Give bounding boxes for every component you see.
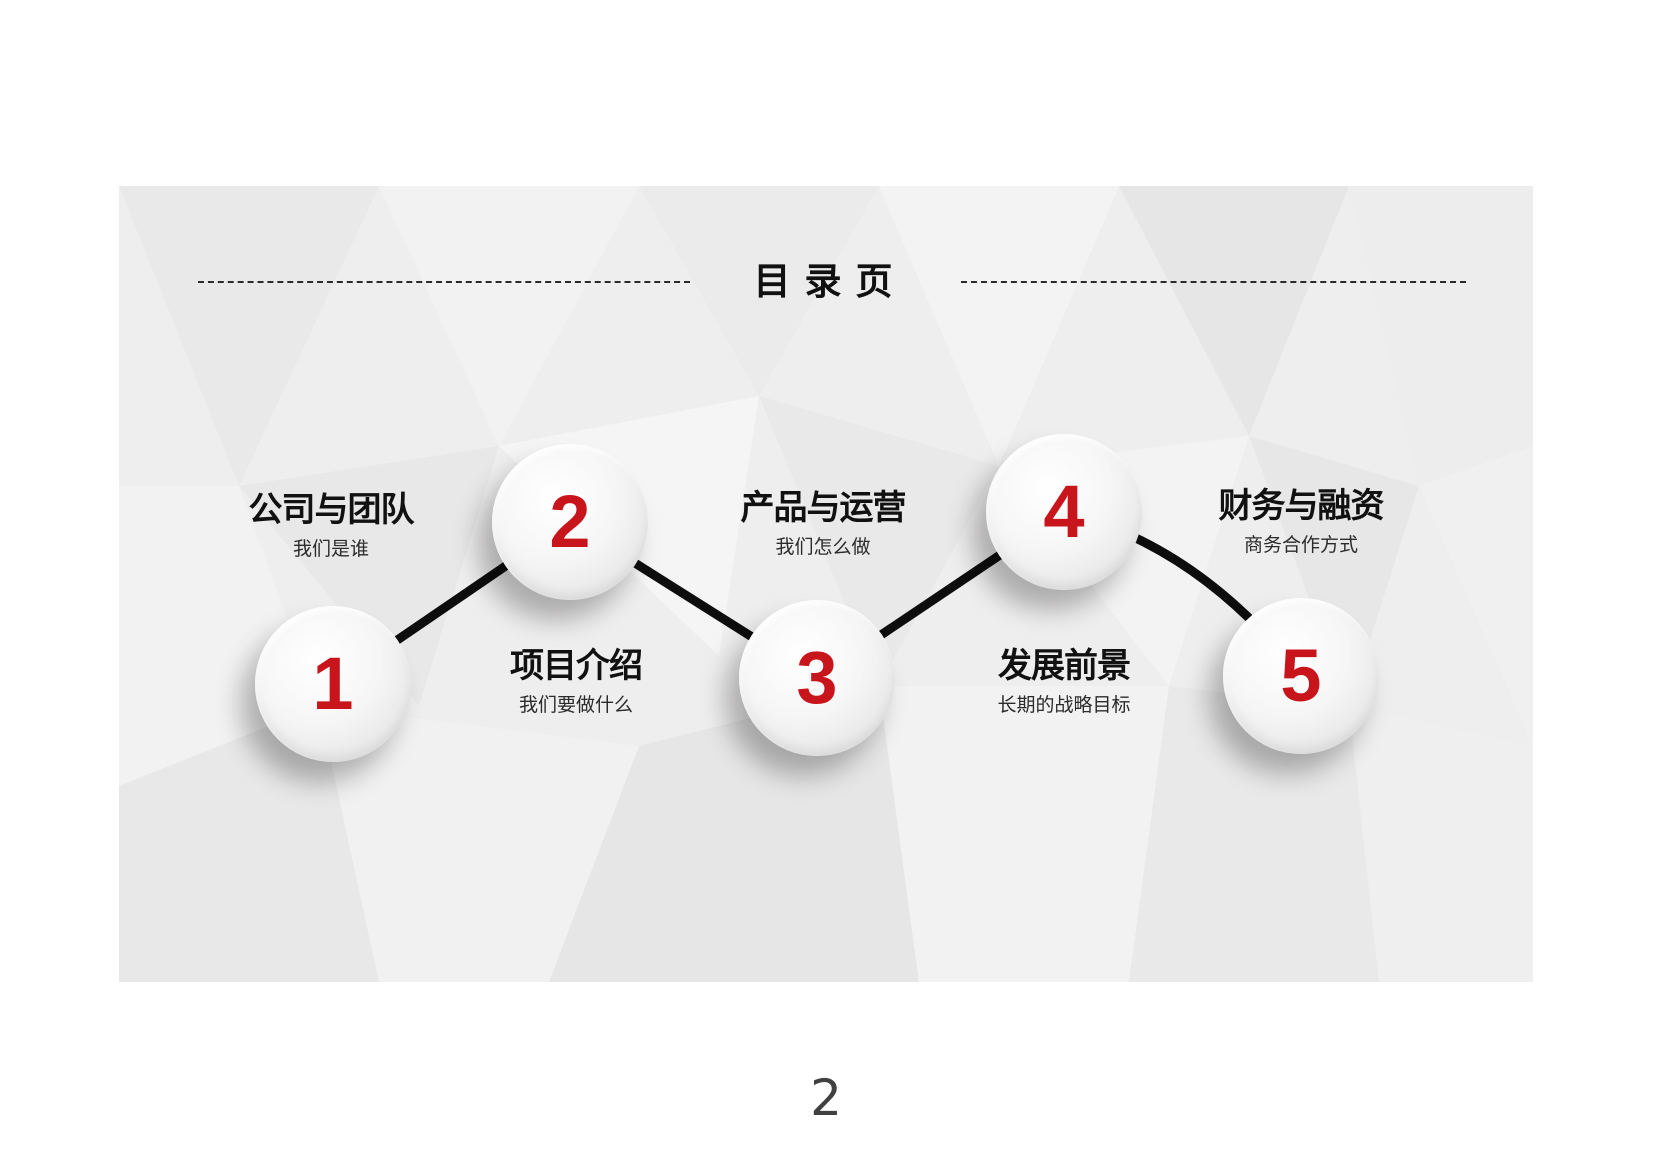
zigzag-connector-lines — [328, 507, 1306, 689]
step-label-2: 项目介绍 我们要做什么 — [456, 646, 696, 718]
step-circle-1: 1 — [255, 606, 411, 762]
step-title-4: 发展前景 — [998, 646, 1131, 686]
step-label-3: 产品与运营 我们怎么做 — [703, 488, 943, 560]
step-number-2: 2 — [549, 480, 591, 563]
step-label-5: 财务与融资 商务合作方式 — [1181, 486, 1421, 558]
step-subtitle-5: 商务合作方式 — [1243, 534, 1358, 556]
step-title-5: 财务与融资 — [1218, 486, 1385, 526]
page-number: 2 — [810, 1069, 842, 1127]
step-title-3: 产品与运营 — [740, 488, 907, 528]
step-circle-5: 5 — [1223, 598, 1379, 754]
slide-title: 目录页 — [753, 260, 907, 303]
step-number-1: 1 — [312, 642, 354, 725]
slide-table-of-contents: 目录页 1 2 3 4 5 — [119, 186, 1533, 982]
step-number-5: 5 — [1280, 634, 1322, 717]
step-circle-2: 2 — [492, 444, 648, 600]
title-divider-left — [198, 281, 690, 283]
step-subtitle-1: 我们是谁 — [292, 538, 369, 560]
step-subtitle-3: 我们怎么做 — [775, 536, 871, 558]
step-number-3: 3 — [796, 636, 838, 719]
step-title-2: 项目介绍 — [510, 646, 643, 686]
step-number-4: 4 — [1043, 470, 1085, 553]
step-subtitle-2: 我们要做什么 — [518, 694, 633, 716]
step-label-4: 发展前景 长期的战略目标 — [944, 646, 1184, 718]
title-divider-right — [961, 281, 1466, 283]
step-circle-3: 3 — [739, 600, 895, 756]
step-title-1: 公司与团队 — [248, 490, 415, 530]
step-circle-4: 4 — [986, 434, 1142, 590]
step-subtitle-4: 长期的战略目标 — [997, 694, 1131, 716]
step-label-1: 公司与团队 我们是谁 — [211, 490, 451, 562]
